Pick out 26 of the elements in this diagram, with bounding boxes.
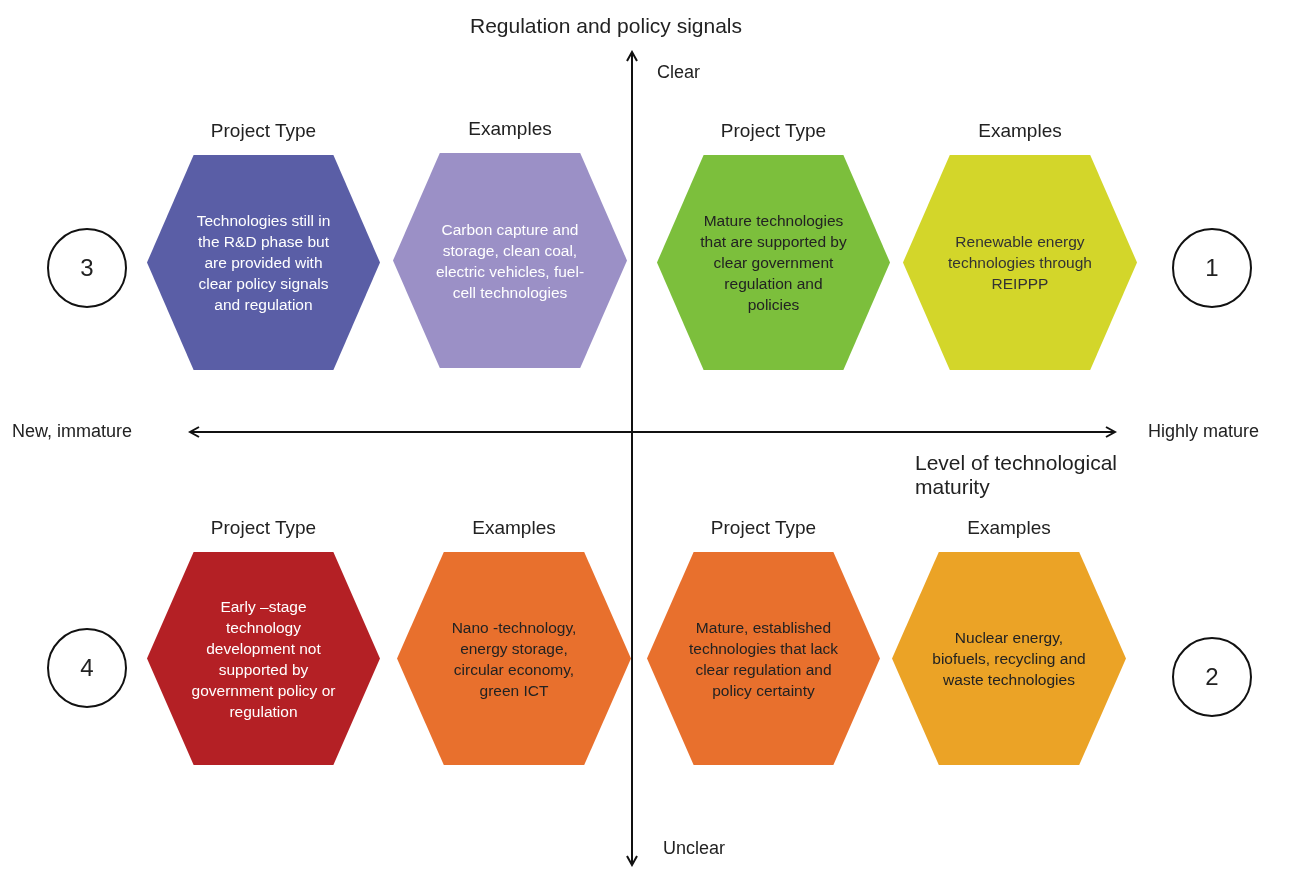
description-text: Early –stage technology development not supported by government policy or regulation (190, 596, 337, 722)
number-circle: 2 (1172, 637, 1252, 717)
column-heading: Project Type (209, 517, 318, 539)
number-circle: 1 (1172, 228, 1252, 308)
axis-end-label: Highly mature (1148, 421, 1261, 442)
column-heading: Project Type (709, 517, 818, 539)
description-text: Renewable energy technologies through REIPPP (947, 232, 1093, 294)
number-circle: 3 (47, 228, 127, 308)
description-text: Mature, established technologies that lack clear regulation and policy certainty (687, 617, 840, 701)
description-text: Carbon capture and storage, clean coal, electric vehicles, fuel-cell technologies (434, 219, 586, 303)
column-heading: Project Type (719, 120, 828, 142)
description-text: Mature technologies that are supported by clear government regulation and policies (699, 211, 848, 315)
axis-title: Regulation and policy signals (470, 14, 743, 38)
axis-end-label: New, immature (12, 421, 134, 442)
axis-end-label: Unclear (663, 838, 727, 859)
column-heading: Project Type (209, 120, 318, 142)
description-text: Technologies still in the R&D phase but are provided with clear policy signals and regulation (195, 211, 332, 315)
column-heading: Examples (966, 517, 1052, 539)
description-text: Nano -technology, energy storage, circular economy, green ICT (450, 617, 578, 701)
column-heading: Examples (467, 118, 553, 140)
axis-end-label: Clear (657, 62, 701, 83)
column-heading: Examples (471, 517, 557, 539)
description-text: Nuclear energy, biofuels, recycling and waste technologies (931, 628, 1087, 690)
axis-title: Level of technological maturity (915, 451, 1118, 499)
column-heading: Examples (977, 120, 1063, 142)
number-circle: 4 (47, 628, 127, 708)
